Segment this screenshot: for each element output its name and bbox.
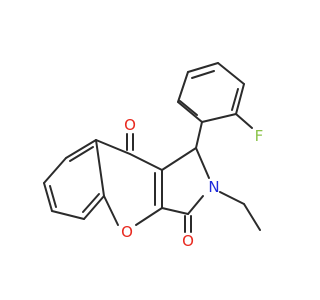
bond-ar4 xyxy=(51,210,85,220)
bond-c9-c3a xyxy=(129,153,163,171)
bond-c1-aryl xyxy=(195,121,203,149)
bond-ph1 xyxy=(177,101,203,123)
bond-c-f xyxy=(235,113,253,129)
atom-label-o-lactam: O xyxy=(182,232,194,250)
bond-n-ch2 xyxy=(219,191,245,205)
bond-n-c3 xyxy=(187,195,204,215)
bond-ar6 xyxy=(95,139,105,197)
bond-c3b-o xyxy=(135,207,163,226)
bond-ph3 xyxy=(187,62,219,73)
atom-label-n: N xyxy=(208,178,219,196)
bond-ar1 xyxy=(65,139,97,159)
bond-o-c4a xyxy=(103,195,119,226)
bond-ch2-ch3 xyxy=(243,203,261,231)
bond-ar3 xyxy=(43,182,53,212)
bond-ar5-inner xyxy=(82,193,100,213)
molecule-structure-diagram: O O O N F xyxy=(43,62,263,250)
bond-ar3-inner xyxy=(49,185,57,208)
atom-label-o-ketone: O xyxy=(124,116,136,134)
bond-ar2 xyxy=(43,157,67,184)
bond-ph5 xyxy=(235,83,245,115)
bond-c1-n xyxy=(195,147,210,179)
atom-label-f: F xyxy=(255,127,264,145)
bonds xyxy=(43,62,261,233)
bond-ph4 xyxy=(217,62,245,85)
bond-ph5-inner xyxy=(231,88,239,111)
atom-labels: O O O N F xyxy=(121,116,263,250)
bond-ph3-inner xyxy=(191,70,215,79)
bond-ph6 xyxy=(201,113,237,123)
atom-label-o-ring: O xyxy=(121,223,133,241)
bond-ar1-inner xyxy=(69,146,94,162)
bond-ph2 xyxy=(177,71,189,103)
bond-c3-c3b xyxy=(161,207,189,215)
bond-ar5 xyxy=(83,195,105,220)
bond-c9a-c9 xyxy=(95,139,131,155)
bond-ph1-inner xyxy=(179,100,198,116)
bond-c3a-c1 xyxy=(161,147,197,171)
